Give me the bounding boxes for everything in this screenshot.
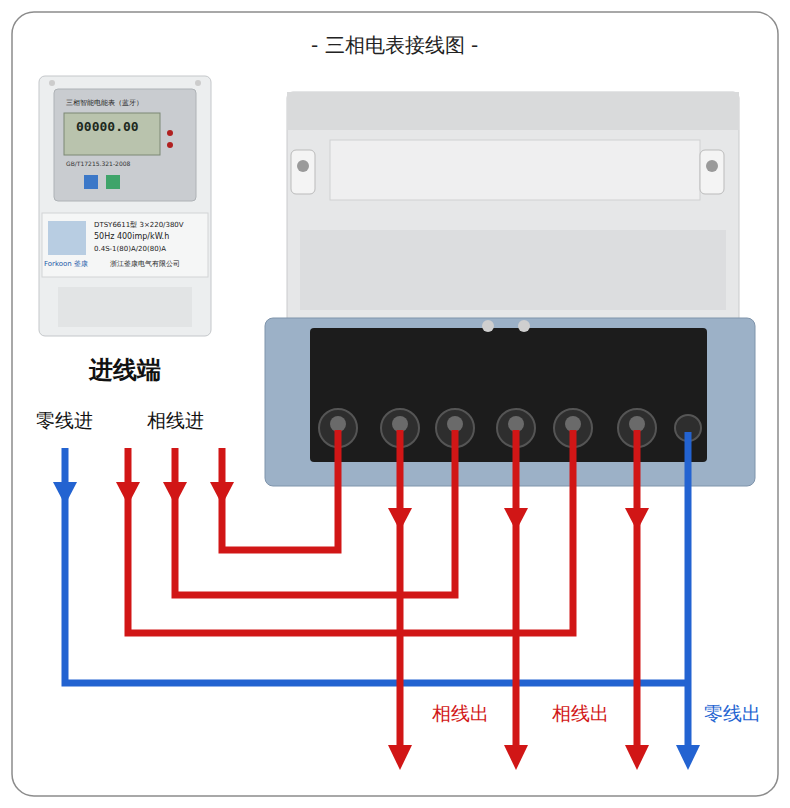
maker-name: 浙江釜康电气有限公司 bbox=[110, 260, 180, 268]
meter-illustration bbox=[38, 75, 212, 337]
neutral-out-label: 零线出 bbox=[702, 703, 763, 725]
inlet-heading: 进线端 bbox=[87, 357, 163, 385]
lcd-reading: 00000.00 bbox=[76, 120, 139, 135]
phase-out-label: 相线出 bbox=[430, 703, 491, 725]
standard-number: GB/T17215.321-2008 bbox=[66, 161, 130, 168]
meter-current: 0.4S-1(80)A/20(80)A bbox=[94, 245, 166, 253]
meter-frequency: 50Hz 400imp/kW.h bbox=[94, 232, 169, 241]
meter-type: DTSY6611型 3×220/380V bbox=[94, 221, 184, 229]
phase-out-label: 相线出 bbox=[550, 703, 611, 725]
neutral-in-label: 零线进 bbox=[34, 410, 95, 432]
meter-node: 三相智能电能表（蓝牙） 00000.00GB/T17215.321-2008DTS… bbox=[38, 75, 212, 337]
meter-model-name: 三相智能电能表（蓝牙） bbox=[66, 100, 143, 107]
phase-in-label: 相线进 bbox=[145, 410, 206, 432]
brand-name: Forkoon 釜康 bbox=[44, 260, 88, 268]
diagram-title: - 三相电表接线图 - bbox=[311, 34, 478, 57]
